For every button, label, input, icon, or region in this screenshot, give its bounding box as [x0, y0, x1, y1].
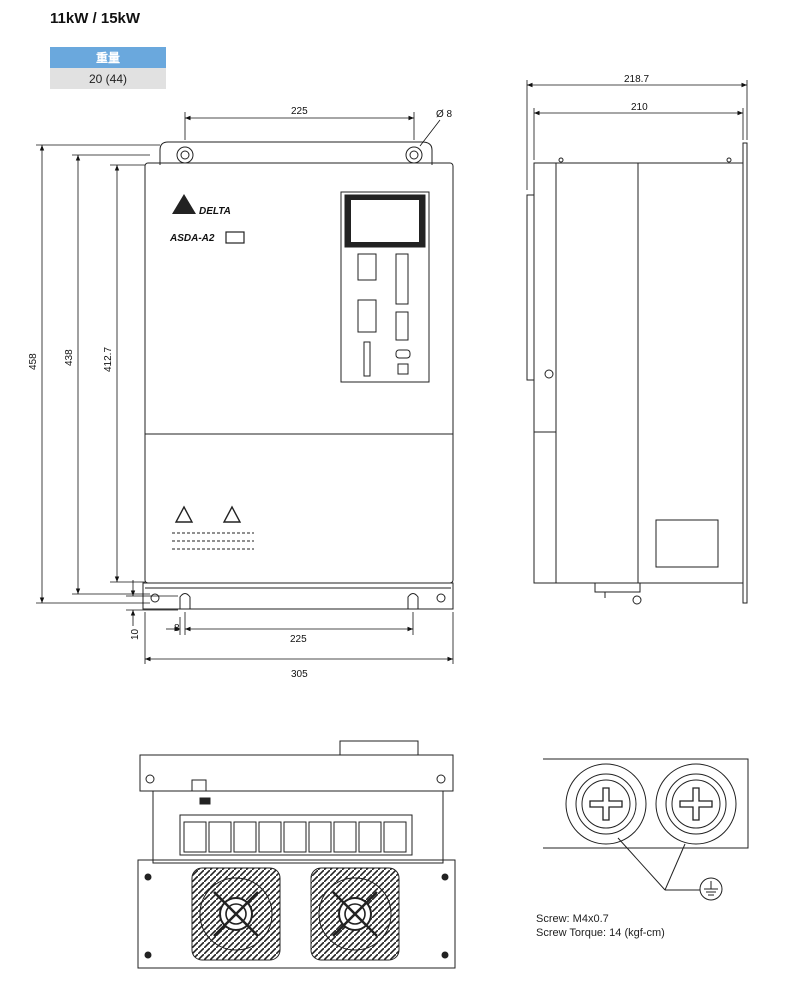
screw-spec: Screw: M4x0.7 [536, 913, 609, 925]
bottom-left-screw [150, 593, 160, 603]
side-view [526, 142, 748, 605]
side-label [655, 519, 719, 568]
dim-slot-offset: 10 [130, 628, 141, 640]
model-badge [225, 231, 245, 244]
dim-depth-total: 218.7 [624, 74, 649, 85]
bottom-view [137, 740, 456, 969]
weight-table: 重量 20 (44) [50, 47, 166, 89]
top-left-mount-hole [176, 146, 194, 164]
front-view [142, 141, 454, 610]
brand-text: DELTA [199, 206, 231, 217]
fan-left-icon [191, 867, 281, 961]
dim-top-hole-spacing: 225 [291, 106, 308, 117]
cn-port-4 [395, 311, 409, 341]
front-dimension-lines [36, 112, 454, 664]
dim-width: 305 [291, 669, 308, 680]
usb-port [395, 349, 411, 359]
dim-height-body: 438 [64, 349, 75, 366]
warning-triangle-icon-2 [222, 505, 242, 523]
connector-panel [340, 191, 430, 383]
side-mid-section [555, 162, 639, 584]
cn-port-2 [395, 253, 409, 305]
bottom-left-slot [179, 593, 191, 609]
ground-screw-detail [543, 758, 749, 901]
fan-right-icon [310, 867, 400, 961]
ground-plate [543, 758, 749, 849]
cn-port-3 [357, 299, 377, 333]
screw-head-icon-right [655, 763, 737, 845]
usb-b-port [397, 363, 409, 375]
page-title: 11kW / 15kW [50, 10, 141, 27]
cn-port-1 [357, 253, 377, 281]
side-mount-plate [742, 142, 748, 604]
dim-height-total: 458 [28, 353, 39, 370]
top-mount-plate [159, 141, 433, 165]
top-right-mount-hole [405, 146, 423, 164]
warning-triangle-icon [174, 505, 194, 523]
side-dimension-lines [526, 80, 748, 190]
bottom-right-slot [407, 593, 419, 609]
screw-torque: Screw Torque: 14 (kgf-cm) [536, 927, 665, 939]
terminal-block-area [152, 790, 444, 864]
bottom-top-tab [339, 740, 419, 756]
model-text: ASDA-A2 [169, 233, 215, 244]
weight-header: 重量 [50, 47, 166, 68]
delta-logo: DELTA [172, 194, 231, 217]
dim-bottom-hole-spacing: 225 [290, 634, 307, 645]
dim-depth-body: 210 [631, 102, 648, 113]
dim-slot-width: 8 [174, 623, 180, 634]
dim-height-inner: 412.7 [103, 347, 114, 372]
bottom-right-screw [436, 593, 446, 603]
ground-symbol-icon [699, 877, 723, 901]
side-screw [544, 369, 554, 379]
dim-hole-diameter: Ø 8 [436, 109, 453, 120]
bottom-top-band [139, 754, 454, 792]
side-front-cover [526, 194, 535, 381]
weight-value: 20 (44) [50, 68, 166, 89]
terminal-row [179, 814, 413, 856]
fan-housing [137, 859, 456, 969]
screw-head-icon-left [565, 763, 647, 845]
